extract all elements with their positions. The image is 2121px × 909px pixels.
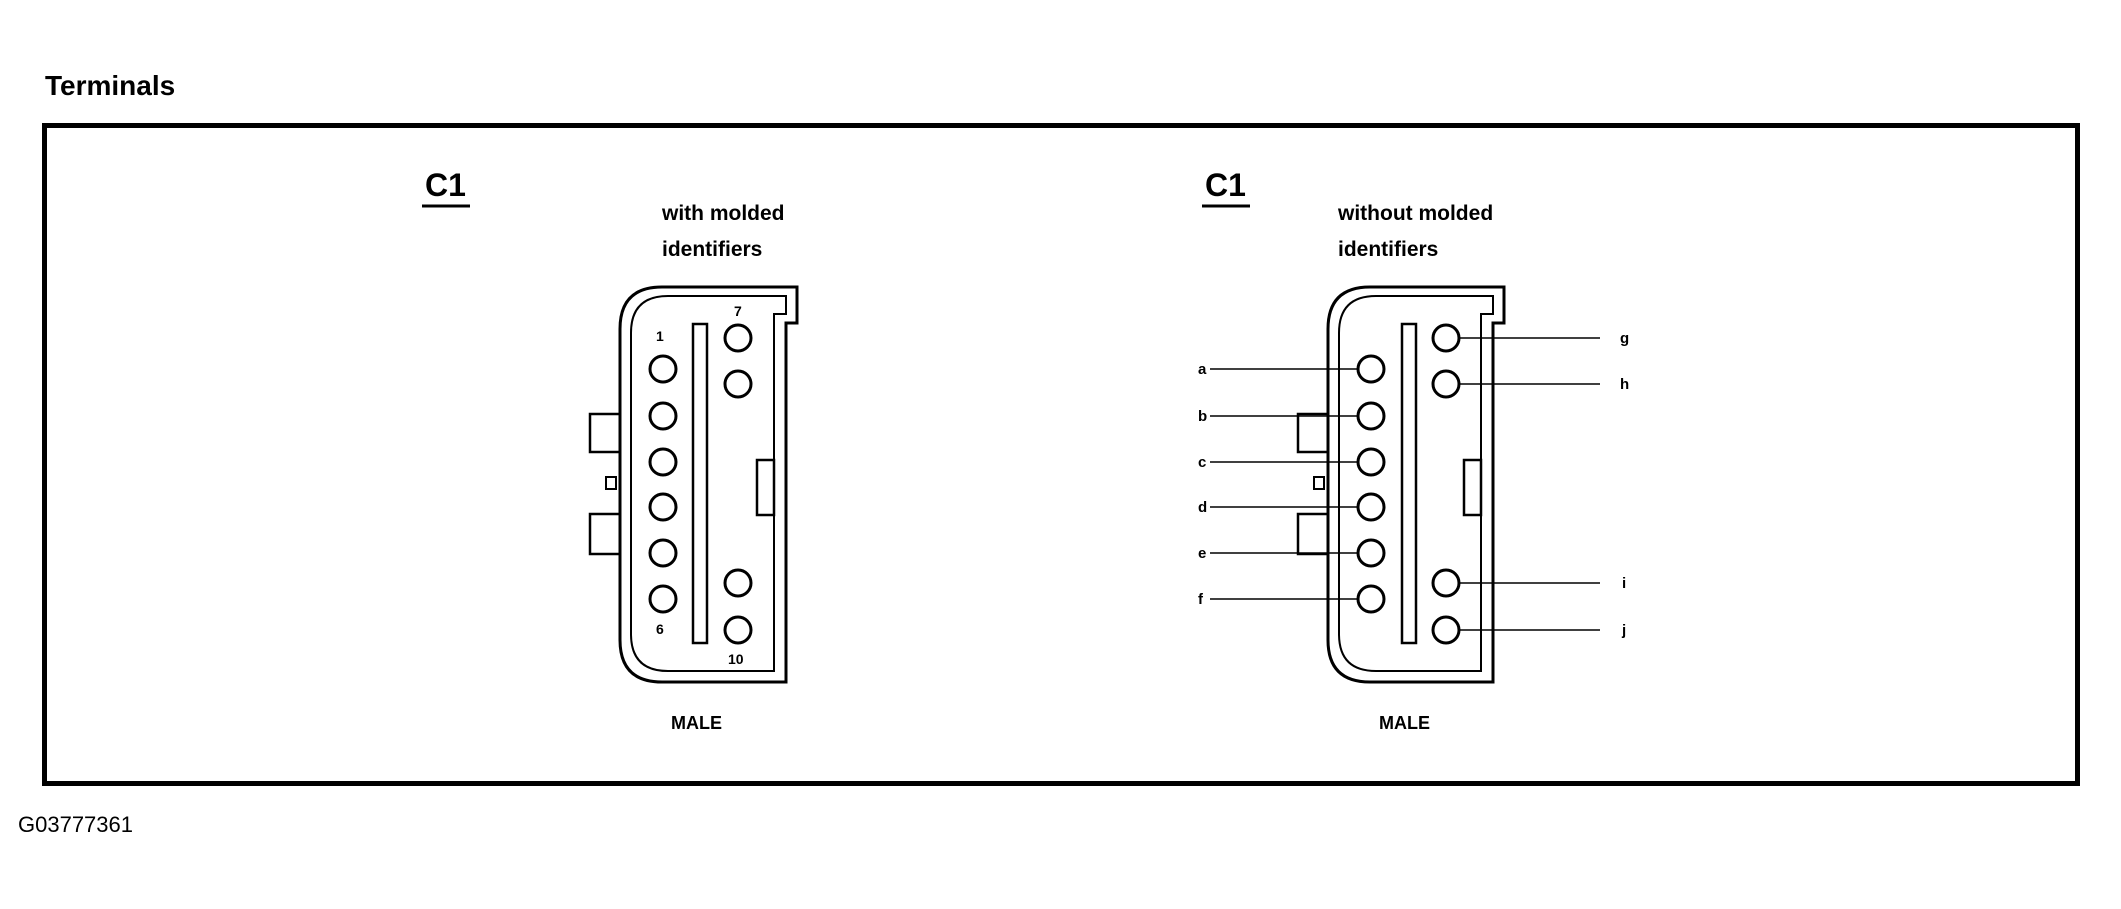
connector-left-subtitle-line1: with molded: [661, 202, 785, 225]
connector-right-pin-letter-d: d: [1198, 499, 1207, 516]
connector-left-gender: MALE: [671, 713, 722, 733]
diagram-title: Terminals: [45, 70, 176, 101]
connector-right-pin-g: [1431, 323, 1461, 353]
connector-right-tab-upper: [1296, 412, 1330, 454]
connector-right-pin-letter-a: a: [1198, 361, 1207, 378]
connector-right-pin-letter-i: i: [1622, 575, 1626, 592]
connector-left-pin-9: [723, 568, 753, 598]
connector-left-pin-label-7: 7: [734, 303, 742, 319]
connector-right-pin-letter-c: c: [1198, 454, 1206, 471]
connector-right-tab-lower: [1296, 512, 1330, 556]
connector-right-pin-letter-f: f: [1198, 591, 1204, 608]
connector-left-pin-3: [648, 447, 678, 477]
connector-right-pin-d: [1356, 492, 1386, 522]
connector-left-pin-10: [723, 615, 753, 645]
connector-right-pin-letter-e: e: [1198, 545, 1206, 562]
connector-left-pin-8: [723, 369, 753, 399]
connector-right-pin-e: [1356, 538, 1386, 568]
connector-left-tab-upper: [588, 412, 622, 454]
connector-left-latch: [755, 458, 776, 517]
connector-right: C1 without molded identifiers: [1198, 167, 1629, 733]
connector-right-label: C1: [1205, 167, 1246, 203]
connector-left-divider: [691, 322, 709, 645]
connector-right-subtitle-line2: identifiers: [1338, 238, 1438, 261]
connector-right-pin-c: [1356, 447, 1386, 477]
connector-right-pin-letter-b: b: [1198, 408, 1207, 425]
connector-right-pin-i: [1431, 568, 1461, 598]
connector-left-subtitle-line2: identifiers: [662, 238, 762, 261]
connector-right-divider: [1400, 322, 1418, 645]
connector-right-latch: [1462, 458, 1483, 517]
connector-left-pin-7: [723, 323, 753, 353]
connector-left-tab-lower: [588, 512, 622, 556]
connector-right-pin-f: [1356, 584, 1386, 614]
connector-left-pin-1: [648, 354, 678, 384]
connector-left-pin-label-6: 6: [656, 621, 664, 637]
connector-left-pin-2: [648, 401, 678, 431]
connector-right-pin-letter-j: j: [1621, 622, 1626, 639]
connector-right-pin-b: [1356, 401, 1386, 431]
connector-left-pin-6: [648, 584, 678, 614]
connector-right-pin-h: [1431, 369, 1461, 399]
connector-right-gender: MALE: [1379, 713, 1430, 733]
figure-id: G03777361: [18, 812, 133, 837]
connector-left-housing-inner: [630, 295, 787, 672]
connector-right-housing-inner: [1338, 295, 1494, 672]
connector-left-pin-5: [648, 538, 678, 568]
connector-left-pin-label-10: 10: [728, 651, 744, 667]
connector-right-tab-small: [1313, 476, 1325, 490]
connector-right-pin-letter-g: g: [1620, 330, 1629, 347]
connector-right-housing-outer: [1326, 285, 1506, 684]
connector-left-pin-label-1: 1: [656, 328, 664, 344]
connector-left-tab-small: [605, 476, 617, 490]
connector-left-label: C1: [425, 167, 466, 203]
connector-left-housing-outer: [618, 285, 799, 684]
connector-right-subtitle-line1: without molded: [1337, 202, 1493, 225]
connector-right-pin-letter-h: h: [1620, 376, 1629, 393]
diagram-frame: [42, 123, 2080, 786]
connector-left-pin-4: [648, 492, 678, 522]
connector-left: C1 with molded identifiers 1 6: [422, 167, 799, 733]
connector-right-pin-a: [1356, 354, 1386, 384]
connector-right-pin-j: [1431, 615, 1461, 645]
